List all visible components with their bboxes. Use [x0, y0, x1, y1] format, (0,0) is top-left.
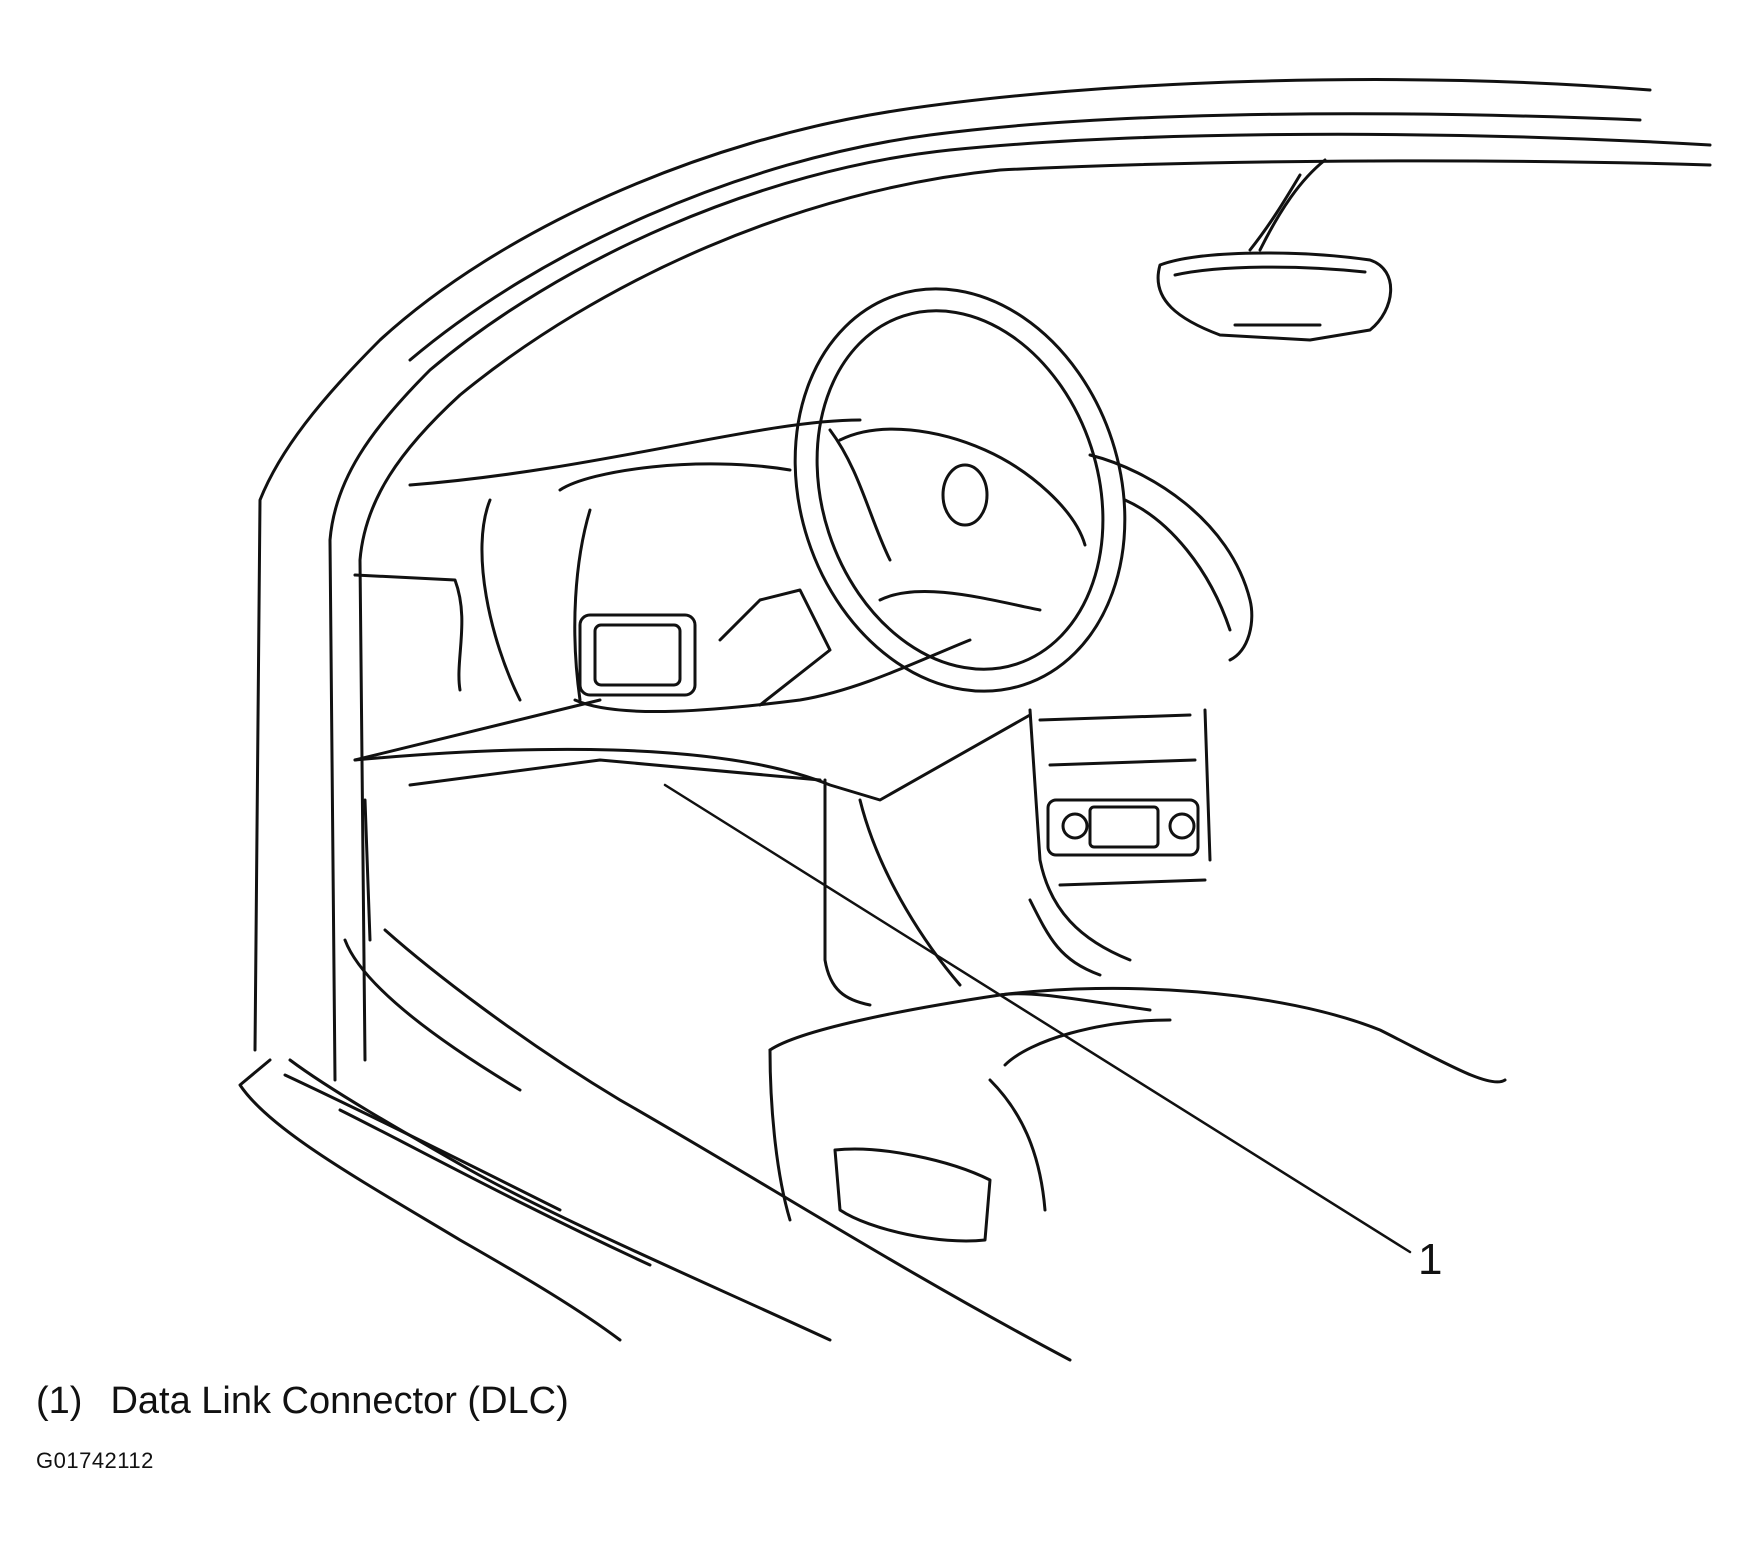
legend-number: (1) — [36, 1380, 83, 1422]
figure-id: G01742112 — [36, 1448, 154, 1473]
seat — [768, 986, 1507, 1243]
roof-pillar — [253, 78, 1712, 1082]
steering-wheel — [793, 287, 1127, 693]
dashboard — [353, 418, 1254, 977]
legend-entry-1: (1) Data Link Connector (DLC) — [36, 1380, 569, 1423]
callout-1-leader-line — [663, 783, 1412, 1254]
callout-number-1: 1 — [1418, 1235, 1443, 1284]
rearview-mirror — [1156, 158, 1393, 342]
lower-dash-floor — [238, 778, 1072, 1362]
legend-label: Data Link Connector (DLC) — [110, 1380, 569, 1422]
